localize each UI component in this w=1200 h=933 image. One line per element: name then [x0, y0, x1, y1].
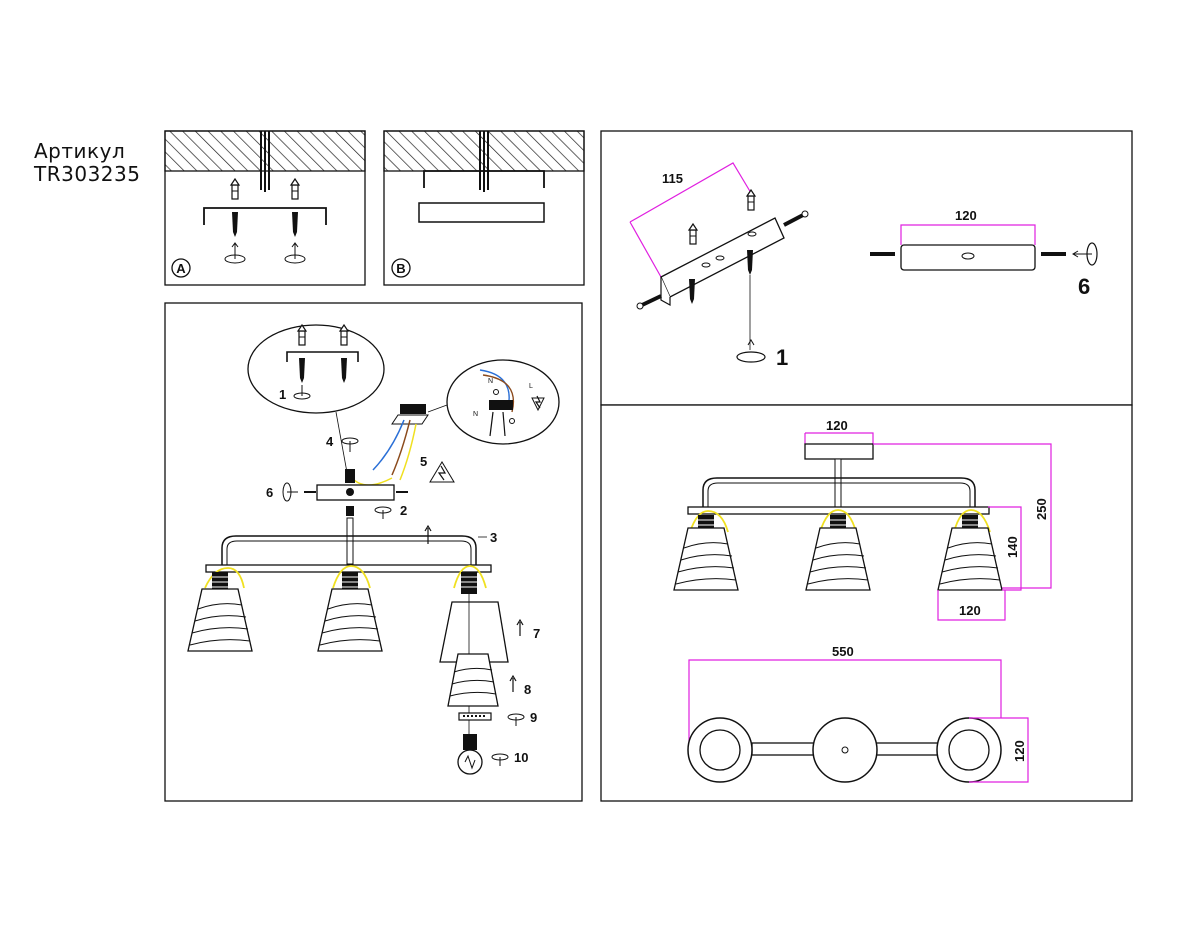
rotate-icon — [224, 242, 246, 264]
rotate-icon — [293, 385, 311, 400]
step-1-label: 1 — [279, 387, 286, 402]
wire-ground — [399, 423, 417, 481]
article-block: Артикул TR303235 — [34, 140, 140, 186]
arm-outer — [221, 535, 477, 565]
step-10-label: 10 — [514, 750, 528, 765]
dim-line-canopy — [805, 432, 874, 444]
article-code: TR303235 — [34, 162, 141, 186]
step-5-label: 5 — [420, 454, 427, 469]
rotate-icon — [507, 713, 525, 726]
canopy-front — [804, 443, 874, 460]
top-bar-left — [751, 742, 815, 756]
arm-inner — [226, 540, 472, 565]
panel-a: A — [164, 130, 366, 286]
rotate-icon — [491, 753, 509, 766]
mounting-bracket — [286, 351, 359, 362]
dim-line-550 — [688, 659, 1002, 750]
wire-l-label: L — [529, 383, 533, 390]
rotate-side-icon — [282, 482, 298, 502]
dim-total-height: 250 — [1034, 498, 1049, 520]
mounting-panel: 115 1 120 6 — [600, 130, 1133, 406]
canopy-plate — [900, 244, 1036, 271]
dim-115: 115 — [662, 171, 683, 186]
electric-hazard-icon — [531, 395, 545, 412]
dim-shade-width: 120 — [959, 603, 981, 618]
rotate-icon — [374, 506, 392, 519]
side-screw — [783, 212, 806, 227]
panel-b-label: B — [396, 261, 405, 276]
dim-line-shade-width — [937, 590, 1006, 621]
dim-line-depth — [969, 717, 1029, 783]
outer-shade — [439, 601, 509, 663]
ground-icon — [509, 418, 515, 424]
bulb-icon — [457, 734, 483, 775]
dim-depth: 120 — [1012, 740, 1027, 762]
ground-icon — [493, 389, 499, 395]
panel-a-label: A — [176, 261, 186, 276]
step-9-label: 9 — [530, 710, 537, 725]
dim-total-length: 550 — [832, 644, 854, 659]
assembly-panel: 1 N L N 4 — [164, 302, 583, 802]
detail-callout — [247, 324, 385, 414]
wire-blue — [372, 419, 405, 471]
top-bar-right — [875, 742, 939, 756]
step-7-label: 7 — [533, 626, 540, 641]
shade-top-left — [687, 717, 753, 783]
wire-n-label-2: N — [473, 411, 478, 418]
article-label: Артикул — [34, 139, 126, 163]
wire-brown — [391, 419, 411, 476]
step-2-label: 2 — [400, 503, 407, 518]
wire-bundle — [479, 131, 489, 192]
mounting-bracket — [423, 170, 545, 188]
rotate-side-icon — [1072, 242, 1098, 266]
panel-a-badge — [171, 258, 191, 278]
side-screw — [639, 294, 662, 308]
dim-plate-120: 120 — [955, 208, 977, 223]
canopy-plate — [418, 202, 545, 223]
dim-line-115 — [629, 162, 755, 278]
dim-line-140 — [988, 506, 1022, 591]
wire-n-label: N — [488, 378, 493, 385]
inner-shade — [447, 653, 499, 707]
wire-bundle — [260, 131, 270, 192]
terminal-plate — [391, 414, 429, 425]
arrow-up-icon — [424, 524, 432, 544]
arrow-up-icon — [509, 674, 517, 692]
mount-step-1-label: 1 — [776, 345, 788, 370]
arrow-up-icon — [516, 618, 524, 636]
terminal-block — [489, 400, 513, 410]
step-6-label: 6 — [266, 485, 273, 500]
callout-leader — [335, 411, 349, 479]
nut — [346, 506, 354, 516]
dimensions-panel: 120 250 140 120 550 — [600, 404, 1133, 802]
dim-line-120 — [900, 224, 1036, 245]
shade-top-center — [812, 717, 878, 783]
step-4-label: 4 — [326, 434, 334, 449]
rotate-icon — [736, 339, 766, 363]
rotate-icon — [341, 437, 359, 452]
dim-canopy-width: 120 — [826, 418, 848, 433]
dim-shade-height: 140 — [1005, 536, 1020, 558]
callout-leader — [427, 404, 448, 413]
mount-step-6-label: 6 — [1078, 274, 1090, 299]
panel-b: B — [383, 130, 585, 286]
step-8-label: 8 — [524, 682, 531, 697]
mounting-bracket — [203, 207, 327, 225]
crossbar — [316, 484, 395, 501]
panel-b-badge — [391, 258, 411, 278]
dim-line-250 — [873, 443, 1052, 589]
nipple-nut — [345, 469, 355, 483]
rotate-icon — [284, 242, 306, 264]
step-3-label: 3 — [490, 530, 497, 545]
socket-icon — [460, 571, 478, 595]
shade-top-right — [936, 717, 1002, 783]
terminal-block — [400, 404, 426, 414]
electric-hazard-icon — [429, 461, 455, 483]
